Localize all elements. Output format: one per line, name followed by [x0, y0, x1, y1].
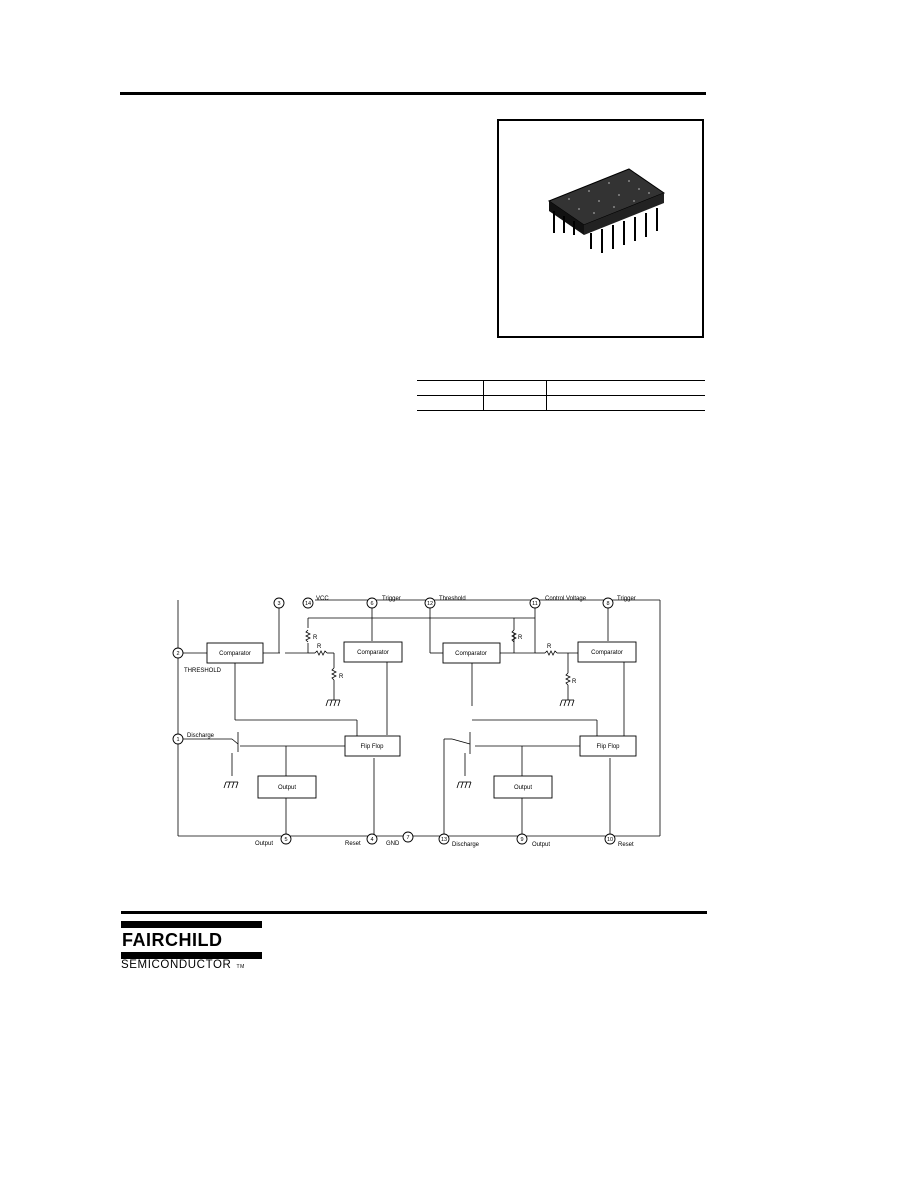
comparator-label: Comparator [591, 650, 623, 656]
table-row [417, 380, 705, 396]
output-block-label: Output [514, 785, 532, 791]
fairchild-logo: FAIRCHILD SEMICONDUCTOR TM [121, 921, 263, 971]
reset-pin-label: Reset [618, 842, 634, 848]
trademark-mark: TM [236, 964, 245, 970]
pin-number: 2 [176, 651, 179, 657]
flip-flop-block-left [344, 735, 401, 757]
control-voltage-label: Control Voltage [545, 596, 587, 602]
trigger-label: Trigger [382, 596, 401, 602]
comparator-block-2 [343, 641, 403, 663]
comparator-label: Comparator [219, 651, 251, 657]
comparator-block-3 [442, 642, 501, 664]
output-pin-label: Output [532, 842, 550, 848]
pin-number: 4 [370, 837, 373, 843]
pin-number: 6 [370, 601, 373, 607]
discharge-pin-label: Discharge [452, 842, 480, 848]
comparator-block-4 [577, 641, 637, 663]
output-block-left [257, 775, 317, 799]
flip-flop-block-right [579, 735, 637, 757]
resistor-label: R [547, 644, 552, 650]
pin-number: 11 [532, 601, 538, 607]
top-rule [120, 92, 706, 95]
flip-flop-label: Flip Flop [596, 744, 620, 750]
comparator-block-1 [206, 642, 264, 664]
pin-number: 12 [427, 601, 433, 607]
ordering-table [417, 380, 705, 411]
package-image-frame [497, 119, 704, 338]
pin-number: 1 [176, 737, 179, 743]
logo-brand: FAIRCHILD [122, 930, 223, 950]
pin-number: 13 [441, 837, 447, 843]
logo-subtitle: SEMICONDUCTOR TM [121, 959, 245, 971]
pin-number: 3 [277, 601, 280, 607]
block-diagram: Comparator Comparator Comparator Compara… [172, 596, 661, 848]
output-pin-label: Output [255, 841, 273, 847]
resistor-label: R [339, 674, 344, 680]
threshold-top-label: Threshold [439, 596, 466, 602]
resistor-label: R [313, 635, 318, 641]
gnd-label: GND [386, 841, 400, 847]
logo-bar-bottom [121, 952, 262, 959]
bottom-rule [121, 911, 707, 914]
comparator-label: Comparator [357, 650, 389, 656]
trigger-right-label: Trigger [617, 596, 636, 602]
pin-number: 9 [520, 837, 523, 843]
resistor-label: R [572, 679, 577, 685]
pin-number: 7 [406, 835, 409, 841]
logo-subtitle-text: SEMICONDUCTOR [121, 959, 232, 971]
resistor-label: R [317, 644, 322, 650]
pin-number: 10 [607, 837, 613, 843]
pin-number: 8 [606, 601, 609, 607]
output-block-right [493, 775, 553, 799]
logo-bar-top [121, 921, 262, 928]
pin-number: 5 [284, 837, 287, 843]
vcc-label: VCC [316, 596, 329, 602]
comparator-label: Comparator [455, 651, 487, 657]
flip-flop-label: Flip Flop [360, 744, 384, 750]
resistor-label: R [518, 635, 523, 641]
threshold-label: THRESHOLD [184, 668, 222, 674]
dip-package-image [547, 168, 666, 253]
table-row [417, 395, 705, 411]
discharge-label: Discharge [187, 733, 215, 739]
pin-number: 14 [305, 601, 311, 607]
output-block-label: Output [278, 785, 296, 791]
reset-pin-label: Reset [345, 841, 361, 847]
